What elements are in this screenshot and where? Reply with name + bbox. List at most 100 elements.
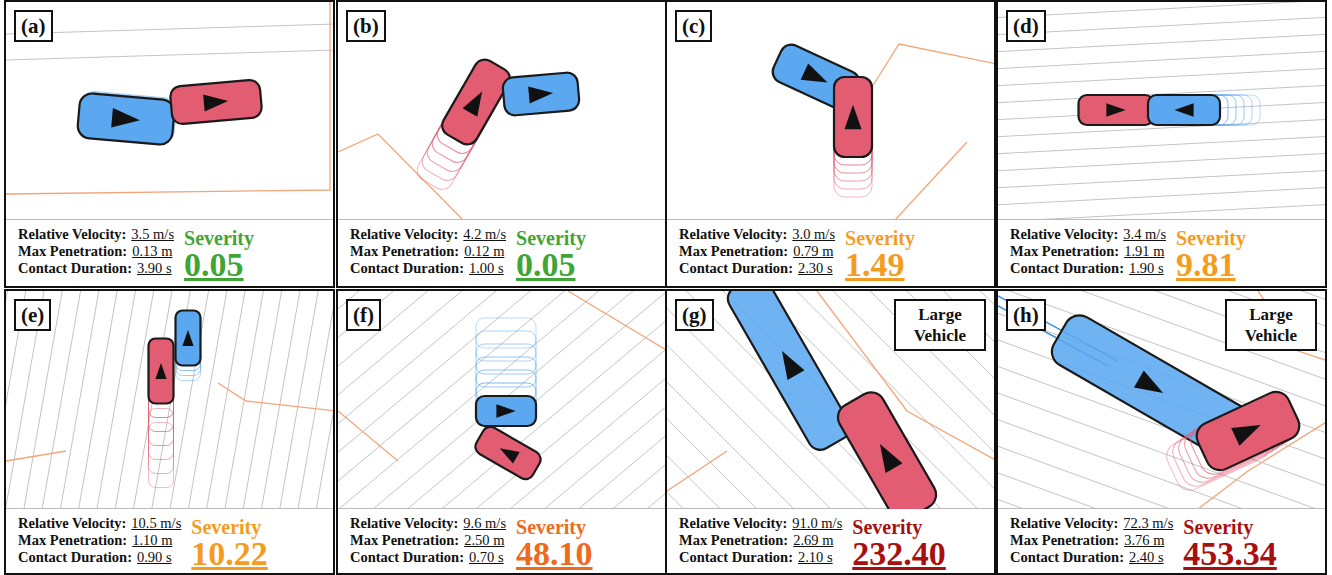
panel-tag: (d): [1006, 10, 1046, 42]
road-boundary: [218, 383, 333, 411]
metrics-block: Relative Velocity:9.6 m/sMax Penetration…: [350, 515, 593, 571]
lane-line: [338, 291, 665, 509]
metric-label: Relative Velocity:: [18, 226, 126, 242]
severity-block: Severity10.22: [191, 517, 268, 571]
metric-label: Relative Velocity:: [18, 515, 126, 531]
metric-label: Contact Duration:: [679, 549, 793, 565]
lane-line: [338, 291, 665, 509]
road-boundary: [338, 411, 398, 461]
lane-line: [338, 291, 665, 509]
metric-value: 1.10 m: [132, 532, 172, 548]
panel-label: (g): [682, 303, 707, 327]
lane-line: [667, 291, 994, 509]
severity-value: 0.05: [516, 248, 586, 282]
metric-label: Max Penetration:: [18, 532, 127, 548]
lane-line: [6, 291, 98, 509]
lane-line: [338, 291, 665, 509]
severity-label: Severity: [191, 517, 268, 537]
heading-arrow: [774, 346, 805, 380]
metric-label: Contact Duration:: [350, 549, 464, 565]
lane-line: [998, 119, 1325, 171]
metric-value: 91.0 m/s: [792, 515, 842, 531]
lane-line: [66, 291, 240, 509]
vehicle: [1079, 95, 1154, 125]
scenario-panel: Relative Velocity:9.6 m/sMax Penetration…: [336, 289, 667, 575]
metric-row: Contact Duration:1.90 s: [1010, 260, 1166, 277]
metric-label: Relative Velocity:: [350, 226, 458, 242]
lane-line: [84, 291, 258, 509]
metrics-block: Relative Velocity:4.2 m/sMax Penetration…: [350, 226, 586, 282]
metrics-block: Relative Velocity:3.4 m/sMax Penetration…: [1010, 226, 1246, 282]
severity-block: Severity232.40: [852, 517, 946, 571]
metric-row: Relative Velocity:3.0 m/s: [679, 226, 835, 243]
vehicle: [472, 424, 543, 482]
lane-line: [338, 291, 665, 509]
lane-line: [173, 291, 333, 509]
panel-label: (d): [1013, 14, 1039, 38]
metric-value: 2.30 s: [798, 260, 833, 276]
metric-label: Max Penetration:: [679, 532, 788, 548]
severity-block: Severity9.81: [1176, 228, 1246, 282]
metric-value: 4.2 m/s: [463, 226, 506, 242]
metric-row: Relative Velocity: 91.0 m/s: [679, 515, 842, 532]
metrics-list: Relative Velocity:3.0 m/sMax Penetration…: [679, 226, 835, 277]
collision-illustration: [338, 2, 665, 220]
metric-label: Relative Velocity:: [1010, 515, 1118, 531]
metric-row: Relative Velocity:3.5 m/s: [18, 226, 174, 243]
road-boundary: [568, 291, 665, 351]
metric-label: Relative Velocity:: [679, 515, 787, 531]
severity-block: Severity1.49: [845, 228, 915, 282]
lane-line: [998, 291, 1325, 509]
metric-value: 0.70 s: [469, 549, 504, 565]
vehicle-body: [723, 291, 854, 454]
panel-tag: (e): [14, 299, 51, 331]
lane-line: [998, 440, 1325, 509]
lane-line: [6, 291, 10, 509]
lane-line: [667, 291, 994, 509]
metrics-block: Relative Velocity:72.3 m/sMax Penetratio…: [1010, 515, 1277, 571]
severity-block: Severity453.34: [1183, 517, 1277, 571]
lane-line: [667, 291, 994, 509]
vehicle-trail: [149, 409, 174, 474]
lane-line: [137, 291, 311, 509]
lane-line: [998, 204, 1325, 220]
lane-line: [998, 299, 1325, 509]
lane-line: [667, 291, 983, 509]
vehicle-badge: Large Vehicle: [894, 299, 986, 351]
lane-line: [338, 291, 665, 509]
lane-line: [699, 291, 994, 509]
lane-line: [998, 2, 1325, 18]
vehicle: [834, 77, 872, 157]
metric-value: 3.0 m/s: [792, 226, 835, 242]
lane-line: [13, 291, 187, 509]
vehicle-body: [472, 424, 543, 482]
lane-line: [6, 291, 81, 509]
vehicle: [438, 56, 513, 149]
lane-line: [998, 136, 1325, 188]
road-boundary: [6, 2, 330, 194]
panel-label: (a): [21, 14, 46, 38]
metric-row: Contact Duration:0.90 s: [18, 549, 181, 566]
panel-label: (h): [1013, 303, 1039, 327]
lane-line: [667, 291, 994, 509]
metric-value: 2.50 m: [464, 532, 504, 548]
separator-line: [998, 508, 1325, 509]
metric-value: 10.5 m/s: [131, 515, 181, 531]
lane-line: [338, 291, 665, 509]
lane-line: [338, 291, 665, 509]
lane-line: [667, 291, 994, 509]
vehicle: [833, 387, 941, 509]
lane-line: [338, 291, 665, 509]
severity-value: 9.81: [1176, 248, 1246, 282]
metric-value: 1.00 s: [469, 260, 504, 276]
panel-label: (c): [682, 14, 705, 38]
metrics-list: Relative Velocity:4.2 m/sMax Penetration…: [350, 226, 506, 277]
lane-line: [338, 291, 665, 509]
vehicle-trail: [149, 423, 174, 488]
metric-row: Relative Velocity:72.3 m/s: [1010, 515, 1173, 532]
severity-label: Severity: [184, 228, 254, 248]
panel-tag: (f): [346, 299, 381, 331]
lane-line: [338, 291, 617, 401]
metric-row: Contact Duration:2.40 s: [1010, 549, 1173, 566]
vehicle-trail: [78, 91, 177, 144]
